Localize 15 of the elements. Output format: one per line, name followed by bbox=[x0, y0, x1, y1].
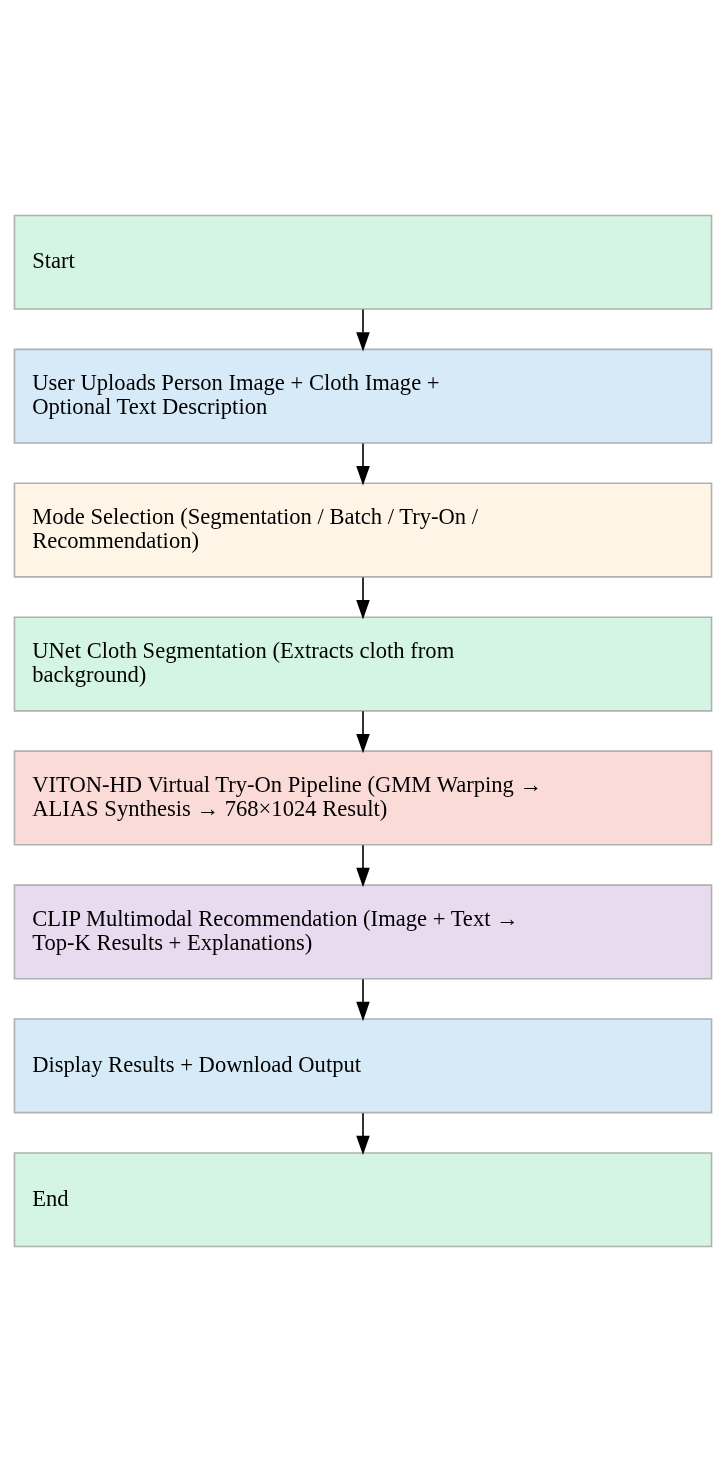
arrow bbox=[356, 1111, 370, 1155]
arrow bbox=[356, 710, 370, 753]
arrow bbox=[356, 576, 370, 619]
arrow bbox=[356, 308, 370, 352]
node-box: CLIP Multimodal Recommendation (Image + Text → Top-K Results + Explanations) bbox=[13, 883, 713, 979]
node-box: End bbox=[13, 1151, 713, 1247]
node-box: VITON-HD Virtual Try-On Pipeline (GMM Warping → ALIAS Synthesis → 768×1024 Result) bbox=[13, 749, 713, 846]
node-box: Display Results + Download Output bbox=[13, 1017, 713, 1113]
node-box: User Uploads Person Image + Cloth Image + Optional Text Description bbox=[13, 348, 713, 444]
arrow bbox=[356, 844, 370, 887]
node-box: Mode Selection (Segmentation / Batch / Try-On / Recommendation) bbox=[13, 482, 713, 578]
node-box: Start bbox=[13, 214, 713, 310]
node-box: UNet Cloth Segmentation (Extracts cloth from background) bbox=[13, 615, 713, 712]
arrow bbox=[356, 977, 370, 1021]
arrow bbox=[356, 442, 370, 485]
